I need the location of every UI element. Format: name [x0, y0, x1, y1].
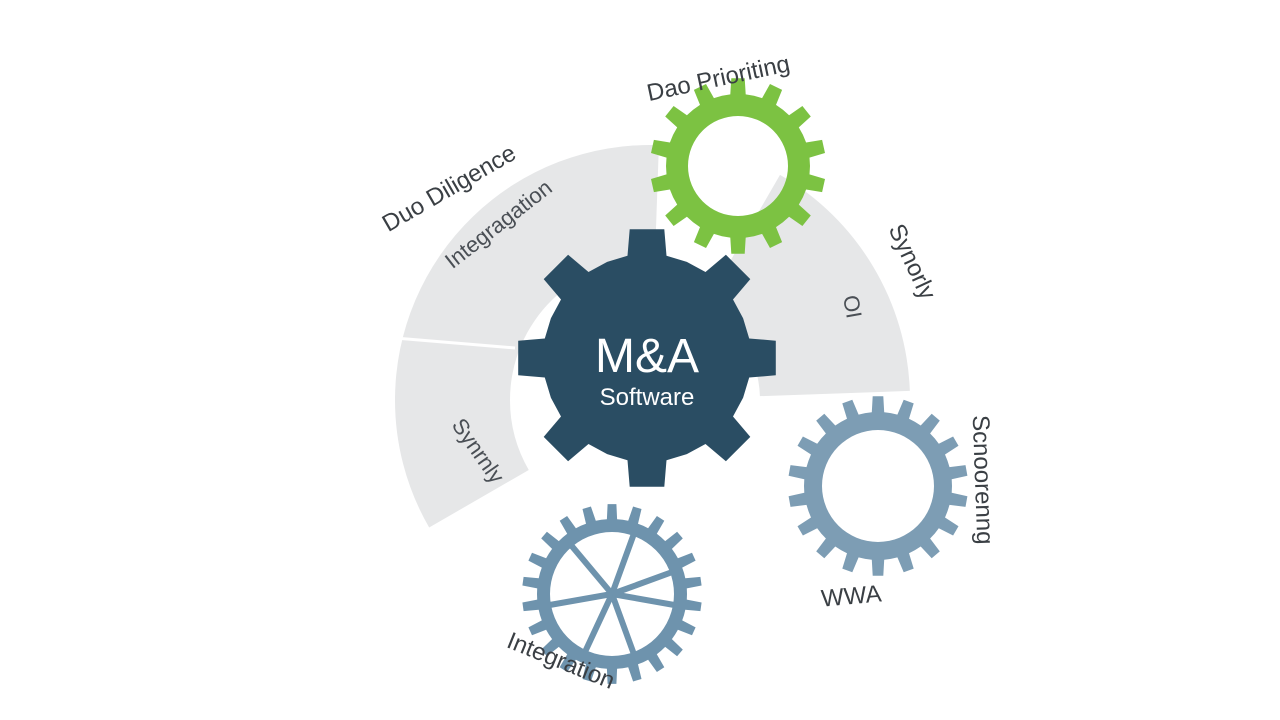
- green-gear-shape: [651, 78, 825, 254]
- center-gear-shape: [518, 229, 776, 487]
- center-gear-icon: [518, 229, 776, 487]
- gear-spoke-3: [548, 591, 613, 609]
- bottom-gear-shape: [522, 504, 702, 684]
- outer-label-right-bottom: WWA: [820, 580, 883, 612]
- right-gear-icon: [788, 396, 968, 576]
- center-subtitle: Software: [600, 384, 695, 411]
- gear-spoke-4: [568, 543, 615, 596]
- green-gear-icon: [651, 78, 825, 254]
- outer-label-right-upper: Synorly: [883, 220, 941, 304]
- segment-divider: [394, 336, 516, 350]
- segment-upper-left: [395, 145, 659, 400]
- gear-spoke-2: [582, 592, 615, 654]
- segment-lower-left: [395, 395, 529, 528]
- outer-label-right-gear: Scnoorenng: [967, 415, 999, 545]
- gear-spoke-1: [609, 592, 637, 656]
- bottom-spoked-gear-icon: [522, 504, 702, 684]
- gear-spoke-6: [610, 569, 674, 597]
- gear-spoke-0: [611, 591, 676, 609]
- bottom-gear-spokes: [548, 532, 676, 656]
- right-gear-shape: [788, 396, 968, 576]
- gear-spoke-5: [609, 532, 637, 596]
- center-title: M&A: [595, 330, 699, 383]
- segment-label-right: OI: [838, 293, 867, 320]
